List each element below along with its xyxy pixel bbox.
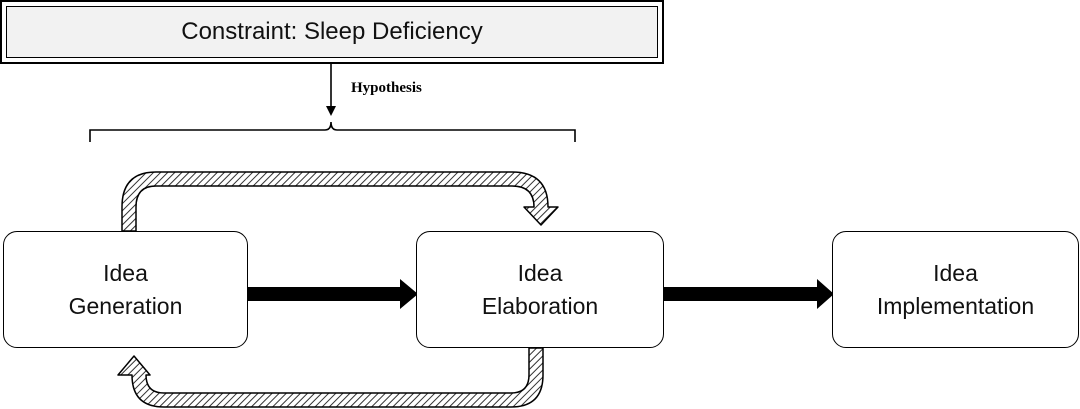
constraint-arrow: [326, 64, 336, 116]
flow-arrow-1: [248, 279, 418, 309]
constraint-box: Constraint: Sleep Deficiency: [0, 0, 664, 64]
stage-idea-generation: Idea Generation: [3, 231, 248, 348]
stage-line-1: Idea: [103, 259, 148, 286]
stage-line-2: Implementation: [876, 292, 1035, 319]
stage-idea-implementation: Idea Implementation: [832, 231, 1079, 348]
stage-idea-elaboration: Idea Elaboration: [416, 231, 664, 348]
feedback-arrow-bottom: [117, 347, 544, 408]
stage-line-2: Elaboration: [481, 292, 599, 319]
stage-line-2: Generation: [68, 292, 183, 319]
stage-line-1: Idea: [933, 259, 978, 286]
constraint-label: Constraint: Sleep Deficiency: [6, 6, 658, 58]
hypothesis-label: Hypothesis: [351, 80, 422, 96]
flow-arrow-2: [664, 279, 834, 309]
stage-line-1: Idea: [517, 259, 563, 286]
feedback-arrow-top: [121, 171, 559, 232]
hypothesis-bracket: [89, 121, 576, 142]
